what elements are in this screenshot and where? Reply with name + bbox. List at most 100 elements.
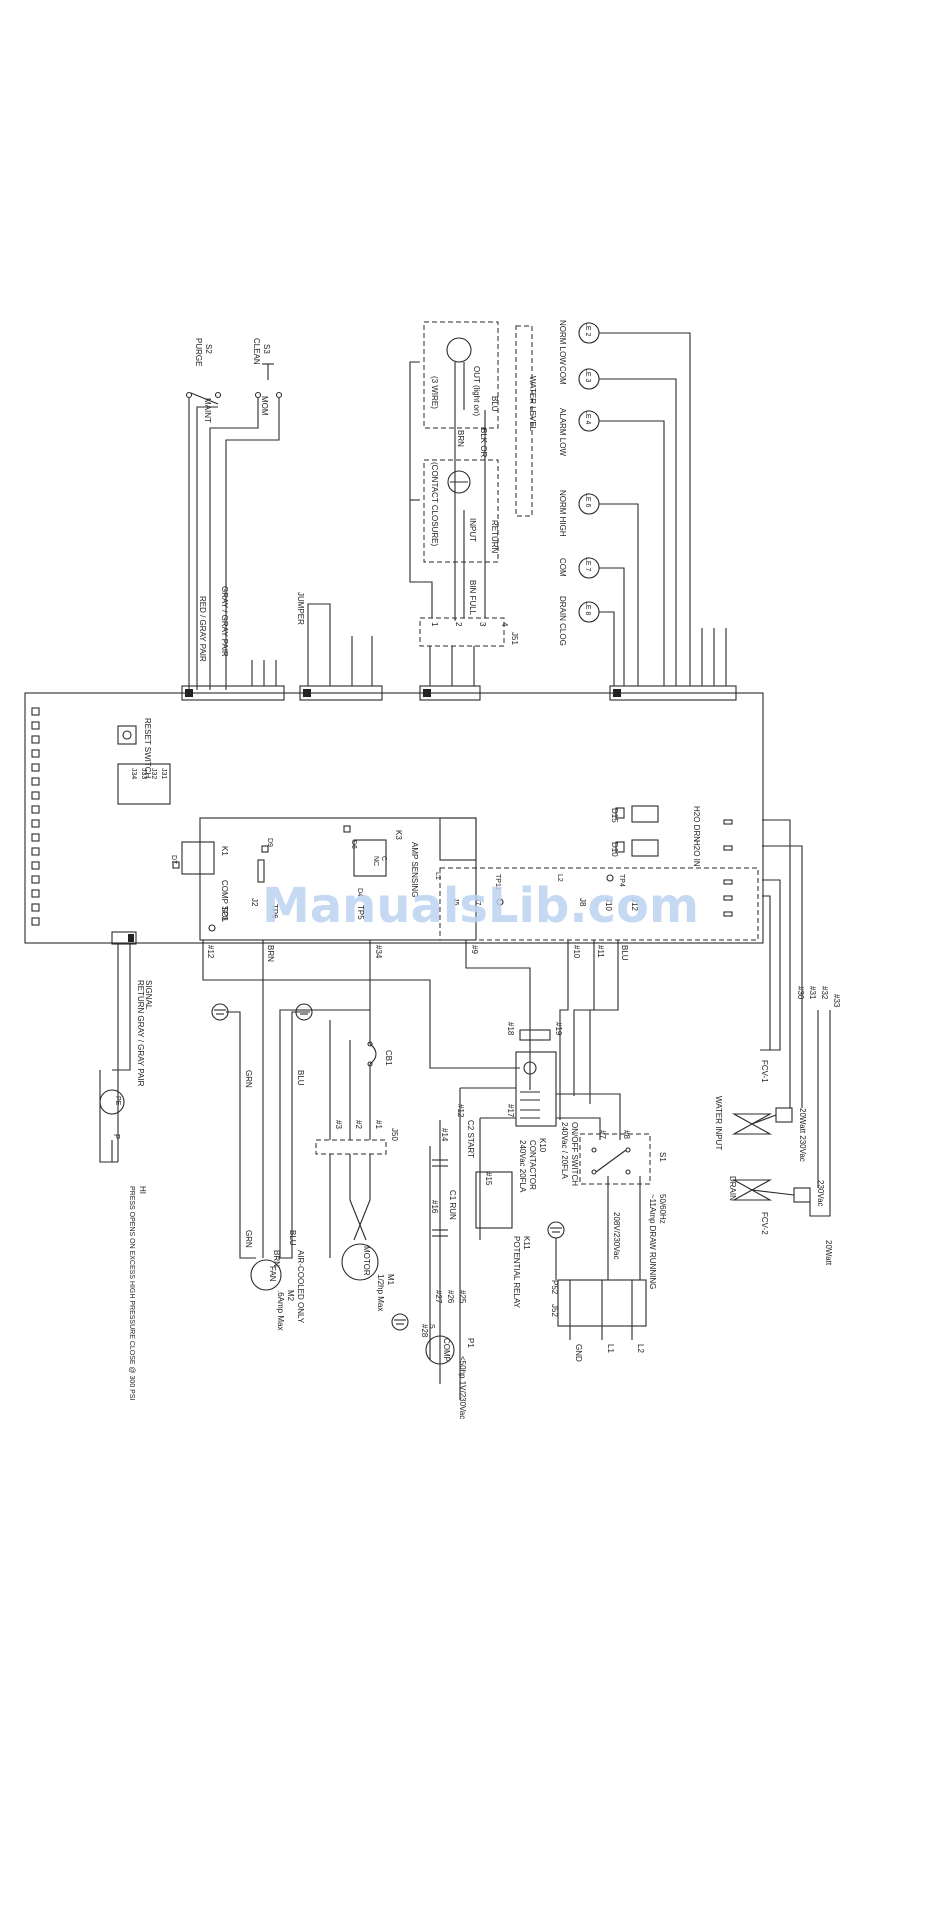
board-connectors-top <box>181 685 737 701</box>
svg-text:(CONTACT CLOSURE): (CONTACT CLOSURE) <box>430 462 439 546</box>
svg-text:LE 2: LE 2 <box>584 322 591 337</box>
svg-text:CLEAN: CLEAN <box>252 338 261 365</box>
connector-j51 <box>419 617 505 647</box>
svg-text:TP3: TP3 <box>220 906 229 921</box>
bin-sensor-eye <box>446 337 472 363</box>
svg-text:GND: GND <box>574 1344 583 1362</box>
svg-text:D4: D4 <box>356 888 363 897</box>
svg-text:#12: #12 <box>456 1104 465 1118</box>
svg-text:DRAIN CLOG: DRAIN CLOG <box>558 596 567 646</box>
svg-text:#19: #19 <box>554 1022 563 1036</box>
svg-text:CONTACTOR: CONTACTOR <box>528 1140 537 1190</box>
svg-text:K1: K1 <box>220 846 229 856</box>
bin-sensor-out-dashed <box>423 321 499 429</box>
svg-text:MAINT: MAINT <box>203 398 212 423</box>
svg-text:BLU: BLU <box>296 1070 305 1086</box>
connector-j50 <box>315 1139 387 1155</box>
compressor-p1 <box>425 1335 455 1365</box>
svg-text:S: S <box>428 1324 435 1329</box>
svg-text:DRAIN: DRAIN <box>728 1176 737 1201</box>
svg-text:1/2hp Max: 1/2hp Max <box>376 1274 385 1311</box>
svg-text:BLU: BLU <box>490 396 499 412</box>
svg-text:D6: D6 <box>350 840 357 849</box>
svg-text:S1: S1 <box>658 1152 667 1162</box>
svg-text:K3: K3 <box>394 830 403 840</box>
potential-relay-k11 <box>475 1171 513 1229</box>
switch-s3-clean <box>254 363 283 399</box>
svg-text:BRN: BRN <box>266 945 275 962</box>
svg-text:MOTOR: MOTOR <box>362 1246 371 1276</box>
svg-text:#31: #31 <box>808 986 817 1000</box>
board-terminal-strip <box>31 707 40 926</box>
svg-text:#33: #33 <box>832 994 841 1008</box>
svg-text:J32: J32 <box>150 768 157 779</box>
amp-sensing-label: AMP SENSING <box>410 842 419 897</box>
relay-k3 <box>353 839 387 877</box>
svg-text:#28: #28 <box>420 1324 429 1338</box>
watermark: ManualsLib.com <box>262 878 699 934</box>
svg-text:CB1: CB1 <box>384 1050 393 1066</box>
svg-text:C: C <box>380 856 387 861</box>
svg-text:ALARM LOW: ALARM LOW <box>558 408 567 456</box>
svg-text:J5: J5 <box>452 898 459 906</box>
svg-text:FAN: FAN <box>268 1266 277 1282</box>
connector1-arrows <box>251 660 277 686</box>
jumper-block <box>117 763 171 805</box>
svg-text:INPUT: INPUT <box>468 518 477 542</box>
svg-text:FCV-2: FCV-2 <box>760 1212 769 1235</box>
svg-text:COM: COM <box>558 366 567 385</box>
signal-connector <box>111 931 137 945</box>
svg-text:~11Amp DRAW RUNNING: ~11Amp DRAW RUNNING <box>648 1194 657 1289</box>
svg-text:LE 7: LE 7 <box>584 557 591 572</box>
svg-text:#7: #7 <box>598 1130 607 1139</box>
jumper-wire <box>307 603 331 686</box>
fan-motor-m2 <box>250 1259 282 1291</box>
svg-text:D15: D15 <box>610 808 619 823</box>
probe-le2: LE 2 NORM LOW <box>558 320 600 365</box>
svg-text:#1: #1 <box>374 1120 383 1129</box>
svg-text:BLK OR: BLK OR <box>479 428 488 458</box>
svg-text:20Watt: 20Watt <box>824 1240 833 1266</box>
svg-text:GRN: GRN <box>244 1230 253 1248</box>
svg-text:TP11: TP11 <box>494 874 501 890</box>
svg-text:#16: #16 <box>430 1200 439 1214</box>
svg-text:GRN: GRN <box>244 1070 253 1088</box>
probe-le3: LE 3 COM <box>558 366 600 390</box>
probe-le8: LE 8 DRAIN CLOG <box>558 596 600 646</box>
svg-text:#32: #32 <box>820 986 829 1000</box>
board-output-wires <box>202 819 803 1258</box>
svg-text:L2: L2 <box>636 1344 645 1353</box>
svg-text:D9: D9 <box>266 838 273 847</box>
svg-text:J31: J31 <box>160 768 167 779</box>
reset-switch-label: RESET SWITCH <box>143 718 152 779</box>
svg-text:#3: #3 <box>334 1120 343 1129</box>
svg-text:J52: J52 <box>550 1304 559 1317</box>
probe-wires <box>599 332 727 686</box>
svg-text:#14: #14 <box>440 1128 449 1142</box>
switch-wires <box>188 398 280 690</box>
svg-text:20Watt 230Vac: 20Watt 230Vac <box>798 1108 807 1162</box>
svg-text:NC: NC <box>372 856 379 866</box>
svg-text:TP4: TP4 <box>618 874 625 887</box>
bin-sensor-wires <box>409 361 486 621</box>
board-right-region-dashed <box>439 867 759 941</box>
fan-wires <box>226 1011 310 1259</box>
svg-text:P: P <box>112 1134 121 1139</box>
svg-text:TP5: TP5 <box>356 905 365 920</box>
control-board-outline <box>24 692 764 944</box>
relay-k1 <box>181 841 215 875</box>
svg-text:4: 4 <box>500 622 509 627</box>
svg-text:D7: D7 <box>170 855 177 864</box>
circuit-breaker-cb1 <box>367 1010 377 1140</box>
svg-text:#2: #2 <box>354 1120 363 1129</box>
svg-text:#30: #30 <box>796 986 805 1000</box>
svg-text:K11: K11 <box>522 1236 531 1250</box>
svg-text:FCV-1: FCV-1 <box>760 1060 769 1083</box>
svg-text:M1: M1 <box>386 1274 395 1286</box>
svg-text:#34: #34 <box>374 945 383 959</box>
svg-text:J10: J10 <box>604 898 613 911</box>
svg-text:COMP SOL: COMP SOL <box>220 880 229 923</box>
svg-text:SIGNAL: SIGNAL <box>144 980 153 1010</box>
svg-text:LE 3: LE 3 <box>584 368 591 383</box>
